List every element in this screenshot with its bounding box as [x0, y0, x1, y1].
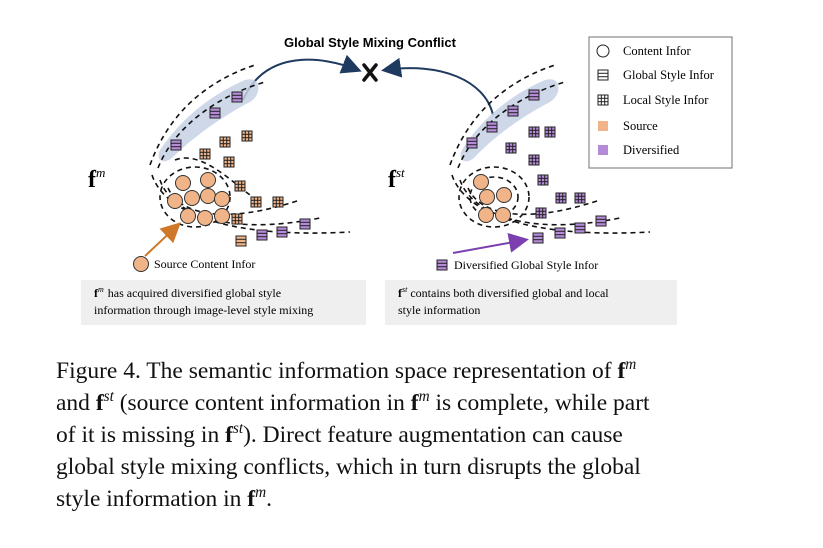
local-style-icon — [535, 207, 547, 219]
legend-box — [588, 36, 733, 169]
right-note-box — [385, 280, 677, 325]
figure-diagram: Global Style Mixing Conflict — [81, 35, 733, 325]
diversified-swatch-icon — [598, 145, 608, 155]
global-style-icon — [256, 229, 268, 241]
diversified-style-label: Diversified Global Style Infor — [454, 258, 598, 272]
global-style-icon — [209, 107, 221, 119]
legend-source-label: Source — [623, 119, 658, 133]
local-style-icon — [537, 174, 549, 186]
right-conflict-arrow — [381, 57, 494, 116]
local-style-icon — [528, 154, 540, 166]
source-swatch-icon — [598, 121, 608, 131]
global-style-icon — [299, 218, 311, 230]
legend-diversified-label: Diversified — [623, 143, 680, 157]
local-style-icon — [234, 180, 246, 192]
left-content-circles — [167, 172, 230, 226]
local-style-icon — [199, 148, 211, 160]
caption-line-5: style information in fm. — [56, 484, 272, 512]
local-style-icon — [505, 142, 517, 154]
global-style-icon — [554, 227, 566, 239]
legend-content-label: Content Infor — [623, 44, 692, 58]
global-style-icon — [276, 226, 288, 238]
global-style-icon — [574, 222, 586, 234]
local-style-icon — [272, 196, 284, 208]
left-feature-symbol: fm — [88, 165, 105, 193]
local-style-icon — [597, 94, 609, 106]
global-style-icon — [466, 137, 478, 149]
source-content-label: Source Content Infor — [154, 257, 255, 271]
local-style-icon — [555, 192, 567, 204]
diversified-style-arrow — [452, 233, 529, 254]
legend-local-style-label: Local Style Infor — [623, 93, 709, 107]
legend-global-style-label: Global Style Infor — [623, 68, 715, 82]
caption-line-2: and fst (source content information in f… — [56, 388, 650, 416]
local-style-icon — [219, 136, 231, 148]
global-style-icon — [597, 69, 609, 81]
global-style-icon — [532, 232, 544, 244]
legend: Content Infor Global Style Infor Local S… — [588, 36, 733, 169]
right-content-circles — [473, 174, 512, 223]
global-style-icon — [528, 89, 540, 101]
global-style-icon — [170, 139, 182, 151]
global-style-icon — [486, 121, 498, 133]
caption-line-4: global style mixing conflicts, which in … — [56, 454, 641, 480]
local-style-icon — [528, 126, 540, 138]
right-note-line2: style information — [398, 303, 480, 317]
left-conflict-arrow — [242, 54, 362, 101]
circle-icon — [596, 44, 610, 58]
global-style-icon — [235, 235, 247, 247]
conflict-x-icon — [362, 63, 378, 82]
diagram-title: Global Style Mixing Conflict — [284, 35, 457, 50]
caption-line-3: of it is missing in fst). Direct feature… — [56, 420, 623, 448]
local-style-icon — [544, 126, 556, 138]
global-style-icon — [231, 91, 243, 103]
right-feature-symbol: fst — [388, 165, 405, 193]
local-style-icon — [250, 196, 262, 208]
local-style-icon — [241, 130, 253, 142]
source-content-icon — [133, 256, 149, 272]
source-content-arrow — [144, 222, 181, 257]
left-note-line2: information through image-level style mi… — [94, 303, 313, 317]
global-style-icon — [595, 215, 607, 227]
global-style-icon — [507, 105, 519, 117]
local-style-icon — [574, 192, 586, 204]
local-style-icon — [223, 156, 235, 168]
caption-line-1: Figure 4. The semantic information space… — [56, 356, 637, 384]
left-note-box — [81, 280, 366, 325]
figure-caption: Figure 4. The semantic information space… — [56, 355, 768, 515]
diversified-style-icon — [436, 259, 448, 271]
local-style-icon — [231, 213, 243, 225]
